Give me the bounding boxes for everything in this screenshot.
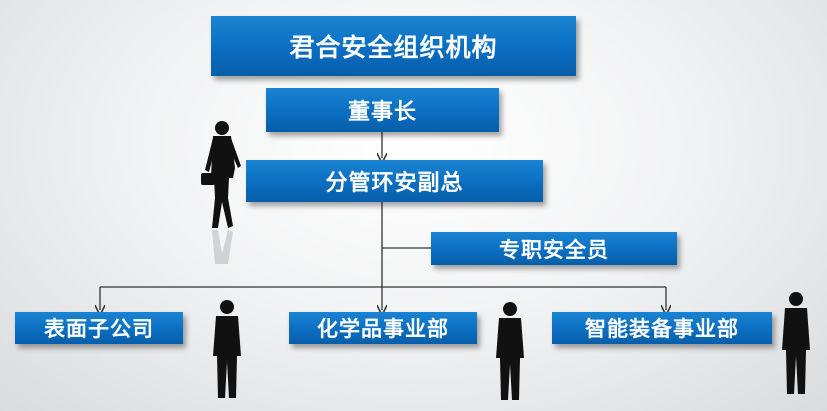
node-smart-equipment-division-label: 智能装备事业部 <box>585 317 739 341</box>
node-smart-equipment-division: 智能装备事业部 <box>552 312 772 344</box>
node-safety-officer: 专职安全员 <box>431 232 677 265</box>
node-chairman-label: 董事长 <box>347 100 417 125</box>
node-chemicals-division: 化学品事业部 <box>289 312 477 344</box>
node-surface-subsidiary: 表面子公司 <box>15 312 183 344</box>
chart-title-box: 君合安全组织机构 <box>211 16 576 76</box>
node-chairman: 董事长 <box>266 88 499 132</box>
chart-title: 君合安全组织机构 <box>289 33 498 62</box>
businessman-silhouette-icon <box>201 121 241 264</box>
node-chemicals-division-label: 化学品事业部 <box>317 317 449 341</box>
node-vp-label: 分管环安副总 <box>325 171 464 196</box>
person-silhouette-icon <box>213 300 241 398</box>
node-surface-subsidiary-label: 表面子公司 <box>44 317 154 341</box>
node-safety-officer-label: 专职安全员 <box>499 237 609 262</box>
person-silhouette-icon <box>496 302 524 400</box>
person-silhouette-icon <box>782 292 810 394</box>
node-vp: 分管环安副总 <box>246 160 543 202</box>
